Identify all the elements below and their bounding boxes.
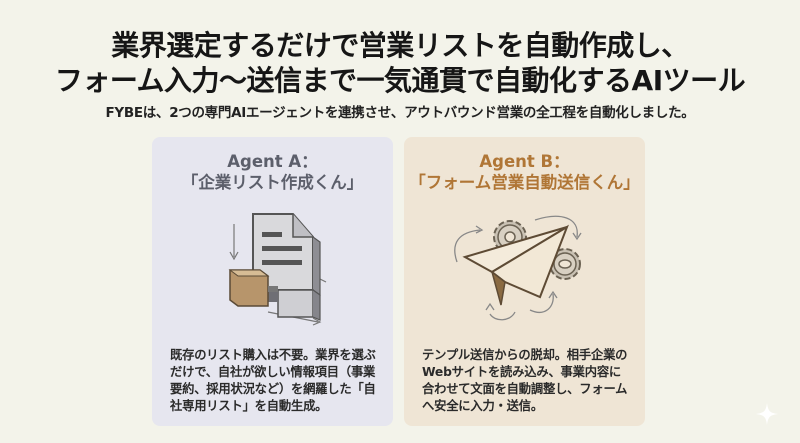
agent-a-label: Agent A：	[227, 152, 318, 171]
agent-b-name: 「フォーム営業自動送信くん」	[409, 173, 640, 192]
agent-a-name: 「企業リスト作成くん」	[181, 173, 364, 192]
agent-b-description: テンプル送信からの脱却。相手企業のWebサイトを読み込み、事業内容に合わせて文面…	[422, 348, 628, 413]
agent-b-heading: Agent B： 「フォーム営業自動送信くん」	[404, 151, 645, 193]
page-title: 業界選定するだけで営業リストを自動作成し、 フォーム入力〜送信まで一気通貫で自動…	[0, 28, 800, 98]
title-line-2: フォーム入力〜送信まで一気通貫で自動化するAIツール	[54, 64, 746, 97]
paper-plane-gears-icon	[404, 202, 645, 332]
agent-a-description: 既存のリスト購入は不要。業界を選ぶだけで、自社が欲しい情報項目（事業要約、採用状…	[170, 348, 376, 413]
title-line-1: 業界選定するだけで営業リストを自動作成し、	[111, 29, 689, 62]
agent-b-card: Agent B： 「フォーム営業自動送信くん」	[404, 137, 645, 426]
document-blocks-icon	[152, 202, 393, 332]
agent-a-card: Agent A： 「企業リスト作成くん」 既存のリスト購	[152, 137, 393, 426]
agent-b-label: Agent B：	[479, 152, 570, 171]
page-subtitle: FYBEは、2つの専門AIエージェントを連携させ、アウトバウンド営業の全工程を自…	[105, 105, 695, 121]
sparkle-icon	[755, 402, 779, 426]
agent-a-heading: Agent A： 「企業リスト作成くん」	[152, 151, 393, 193]
